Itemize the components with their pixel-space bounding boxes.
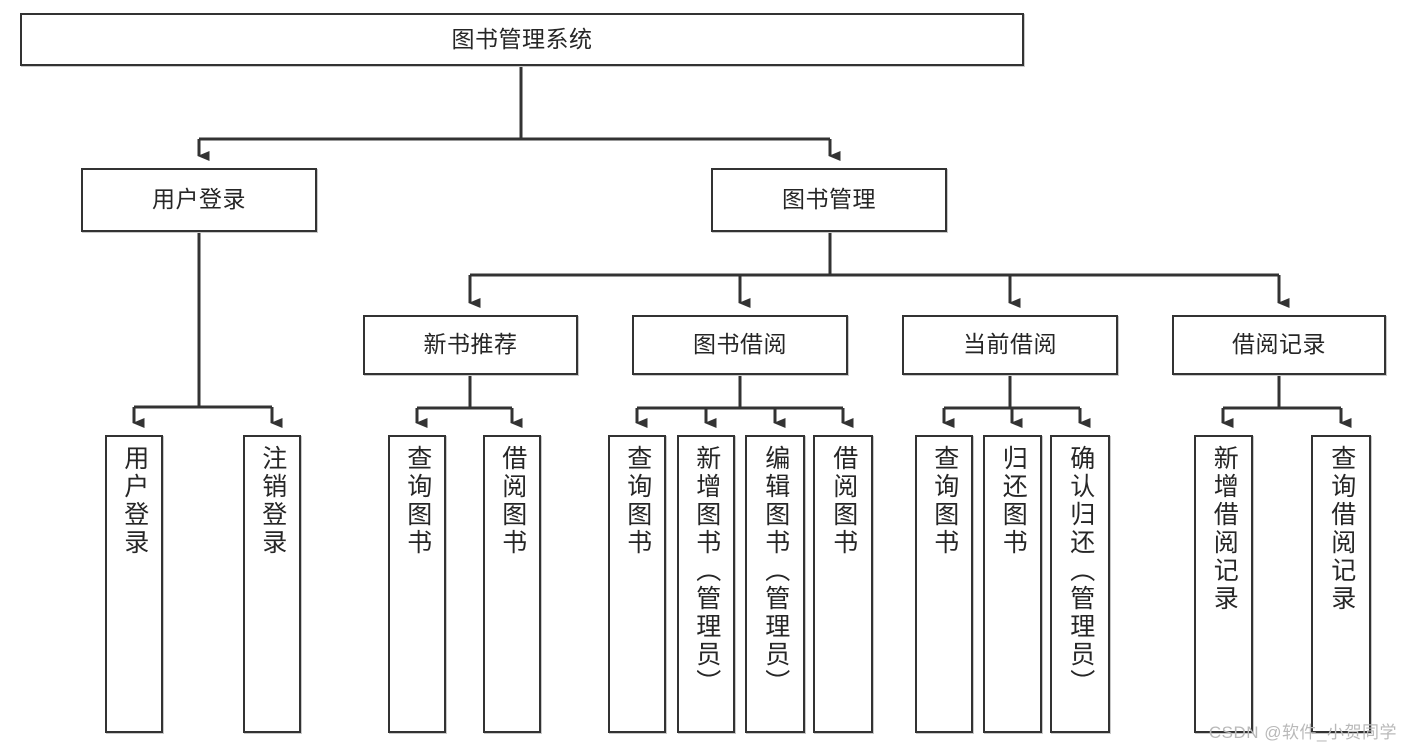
node-label: 新增借阅记录 [1210, 445, 1239, 613]
node-root-system[interactable]: 图书管理系统 [20, 13, 1024, 66]
node-user-login[interactable]: 用户登录 [81, 168, 317, 232]
node-label: 用户登录 [152, 186, 246, 213]
node-label: 借阅图书 [829, 445, 858, 557]
node-new-book-recommend[interactable]: 新书推荐 [363, 315, 578, 375]
leaf-record-query[interactable]: 查询借阅记录 [1311, 435, 1371, 733]
node-label: 借阅记录 [1232, 331, 1326, 358]
node-label: 当前借阅 [963, 331, 1057, 358]
leaf-current-confirm-return[interactable]: 确认归还（管理员） [1050, 435, 1110, 733]
node-label: 归还图书 [999, 445, 1028, 557]
node-label: 注销登录 [258, 445, 287, 557]
node-borrow-record[interactable]: 借阅记录 [1172, 315, 1386, 375]
node-current-borrow[interactable]: 当前借阅 [902, 315, 1118, 375]
node-label: 查询图书 [930, 445, 959, 557]
leaf-record-add[interactable]: 新增借阅记录 [1194, 435, 1253, 733]
leaf-current-return-book[interactable]: 归还图书 [983, 435, 1042, 733]
node-book-management[interactable]: 图书管理 [711, 168, 947, 232]
node-label: 新书推荐 [423, 331, 518, 358]
node-label: 新增图书（管理员） [692, 445, 721, 697]
node-label: 借阅图书 [498, 445, 527, 557]
node-label: 编辑图书（管理员） [761, 445, 790, 697]
leaf-borrow-add-book[interactable]: 新增图书（管理员） [677, 435, 735, 733]
leaf-user-logout[interactable]: 注销登录 [243, 435, 301, 733]
leaf-user-login[interactable]: 用户登录 [105, 435, 163, 733]
leaf-new-book-borrow[interactable]: 借阅图书 [483, 435, 541, 733]
node-label: 查询图书 [403, 445, 432, 557]
leaf-borrow-edit-book[interactable]: 编辑图书（管理员） [745, 435, 805, 733]
leaf-borrow-query-book[interactable]: 查询图书 [608, 435, 666, 733]
node-book-borrow[interactable]: 图书借阅 [632, 315, 848, 375]
node-label: 图书管理 [782, 186, 876, 213]
leaf-new-book-query[interactable]: 查询图书 [388, 435, 446, 733]
csdn-watermark: CSDN @软件_小贺同学 [1208, 723, 1397, 742]
node-label: 查询借阅记录 [1327, 445, 1356, 613]
leaf-current-query-book[interactable]: 查询图书 [915, 435, 973, 733]
node-label: 查询图书 [623, 445, 652, 557]
node-label: 图书借阅 [693, 331, 787, 358]
leaf-borrow-borrow-book[interactable]: 借阅图书 [813, 435, 873, 733]
node-label: 图书管理系统 [451, 25, 593, 52]
node-label: 用户登录 [120, 445, 149, 557]
node-label: 确认归还（管理员） [1066, 445, 1095, 697]
